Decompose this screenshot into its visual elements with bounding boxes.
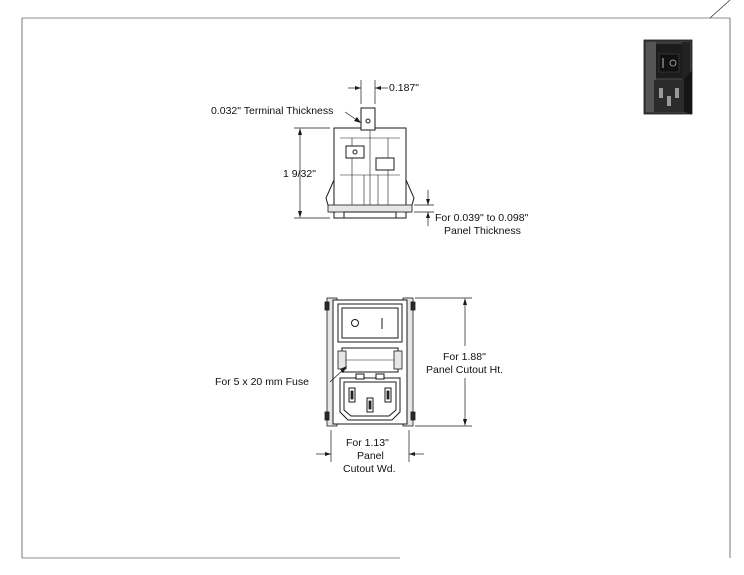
side-view-dimensions	[294, 80, 434, 226]
product-photo	[643, 39, 693, 115]
panel-thickness-label-1: For 0.039" to 0.098"	[435, 212, 529, 224]
cutout-height-label-2: Panel Cutout Ht.	[426, 364, 503, 376]
rocker-switch	[337, 303, 403, 343]
drawing-frame	[21, 0, 731, 559]
height-label: 1 9/32"	[283, 168, 316, 180]
terminal-thickness-label: 0.032" Terminal Thickness	[211, 105, 333, 117]
front-view-dimensions	[316, 297, 472, 462]
terminal-width-label: 0.187"	[389, 82, 419, 94]
cutout-width-label-1: For 1.13"	[346, 437, 389, 449]
switch-off-symbol	[351, 319, 359, 327]
fuse-drawer	[337, 347, 403, 373]
cutout-height-label-1: For 1.88"	[443, 351, 486, 363]
cutout-width-label-2: Panel	[357, 450, 384, 462]
cutout-width-label-3: Cutout Wd.	[343, 463, 396, 475]
panel-thickness-label-2: Panel Thickness	[444, 225, 521, 237]
fuse-label: For 5 x 20 mm Fuse	[215, 376, 309, 388]
front-view	[324, 297, 416, 427]
side-view	[325, 107, 415, 219]
iec-inlet	[339, 373, 401, 421]
